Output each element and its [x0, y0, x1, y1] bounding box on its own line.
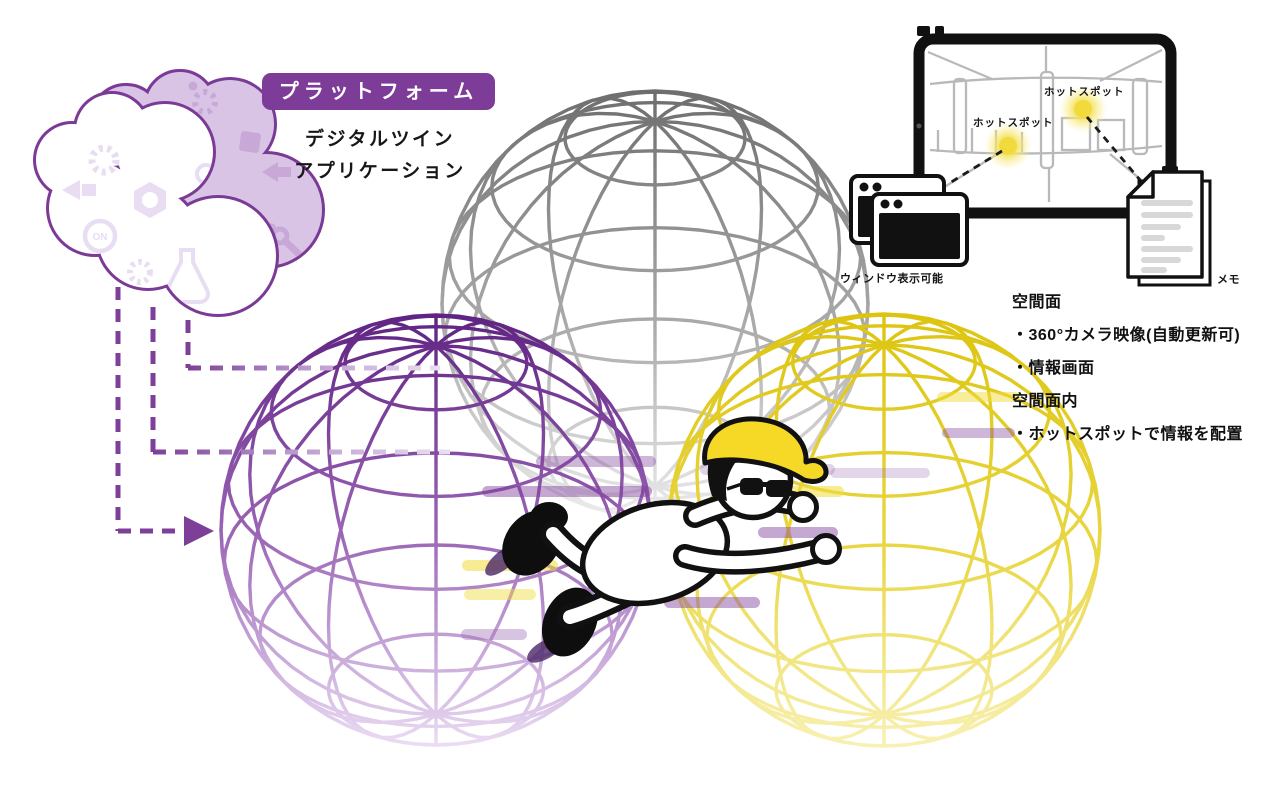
sphere-wire [343, 314, 529, 412]
hand [787, 491, 819, 523]
memo-text-lines [1141, 200, 1193, 273]
hotspot-label-2: ホットスポット [1044, 86, 1125, 98]
hotspot-label-1: ホットスポット [973, 117, 1054, 129]
sphere-wire [490, 100, 820, 273]
windows-caption: ウィンドウ表示可能 [840, 273, 944, 285]
sphere-wire [258, 543, 614, 729]
subtitle-line-2: アプリケーション [294, 161, 466, 182]
app-windows-icon [849, 174, 969, 267]
data-flow-arrows [115, 287, 450, 534]
arrowhead-icon [184, 516, 214, 546]
info-inner-heading: 空間面内 [1012, 393, 1079, 410]
memo-document-icon [1126, 166, 1212, 287]
info-item-info: ・情報画面 [1012, 360, 1095, 377]
hand [810, 533, 842, 565]
sphere-wire [669, 450, 1099, 674]
flying-worker-character [485, 416, 842, 663]
sphere-wire [326, 632, 546, 747]
tablet-camera-icon [916, 123, 922, 129]
memo-caption: メモ [1217, 274, 1240, 286]
hotspot-marker [1059, 85, 1107, 133]
sphere-wire [790, 313, 978, 411]
hotspot-marker [984, 122, 1032, 170]
hotspot-connector [947, 149, 1003, 186]
tablet-button [917, 26, 930, 36]
hotspot-connector [1085, 116, 1142, 181]
tablet-mockup [913, 26, 1177, 219]
platform-badge: プラットフォーム [262, 73, 495, 110]
panorama-view [927, 46, 1164, 202]
body [579, 499, 731, 607]
hard-hat-icon [702, 416, 829, 484]
sphere-wire [563, 90, 747, 187]
info-item-hotspot: ・ホットスポットで情報を配置 [1012, 426, 1244, 443]
sphere-wire [447, 149, 863, 365]
sunglasses-icon [766, 480, 791, 497]
sphere-wire [774, 632, 994, 748]
subtitle-line-1: デジタルツイン [304, 129, 456, 150]
info-item-camera: ・360°カメラ映像(自動更新可) [1012, 327, 1241, 344]
info-list: 空間面 ・360°カメラ映像(自動更新可) ・情報画面 空間面内 ・ホットスポッ… [1012, 288, 1243, 453]
sphere-wire [222, 451, 650, 673]
sphere-wire [705, 543, 1063, 729]
platform-cloud-icon: ON [33, 69, 325, 317]
wireframe-sphere-purple [219, 313, 653, 747]
info-space-heading: 空間面 [1012, 294, 1062, 311]
cloud-on-label: ON [93, 232, 108, 243]
